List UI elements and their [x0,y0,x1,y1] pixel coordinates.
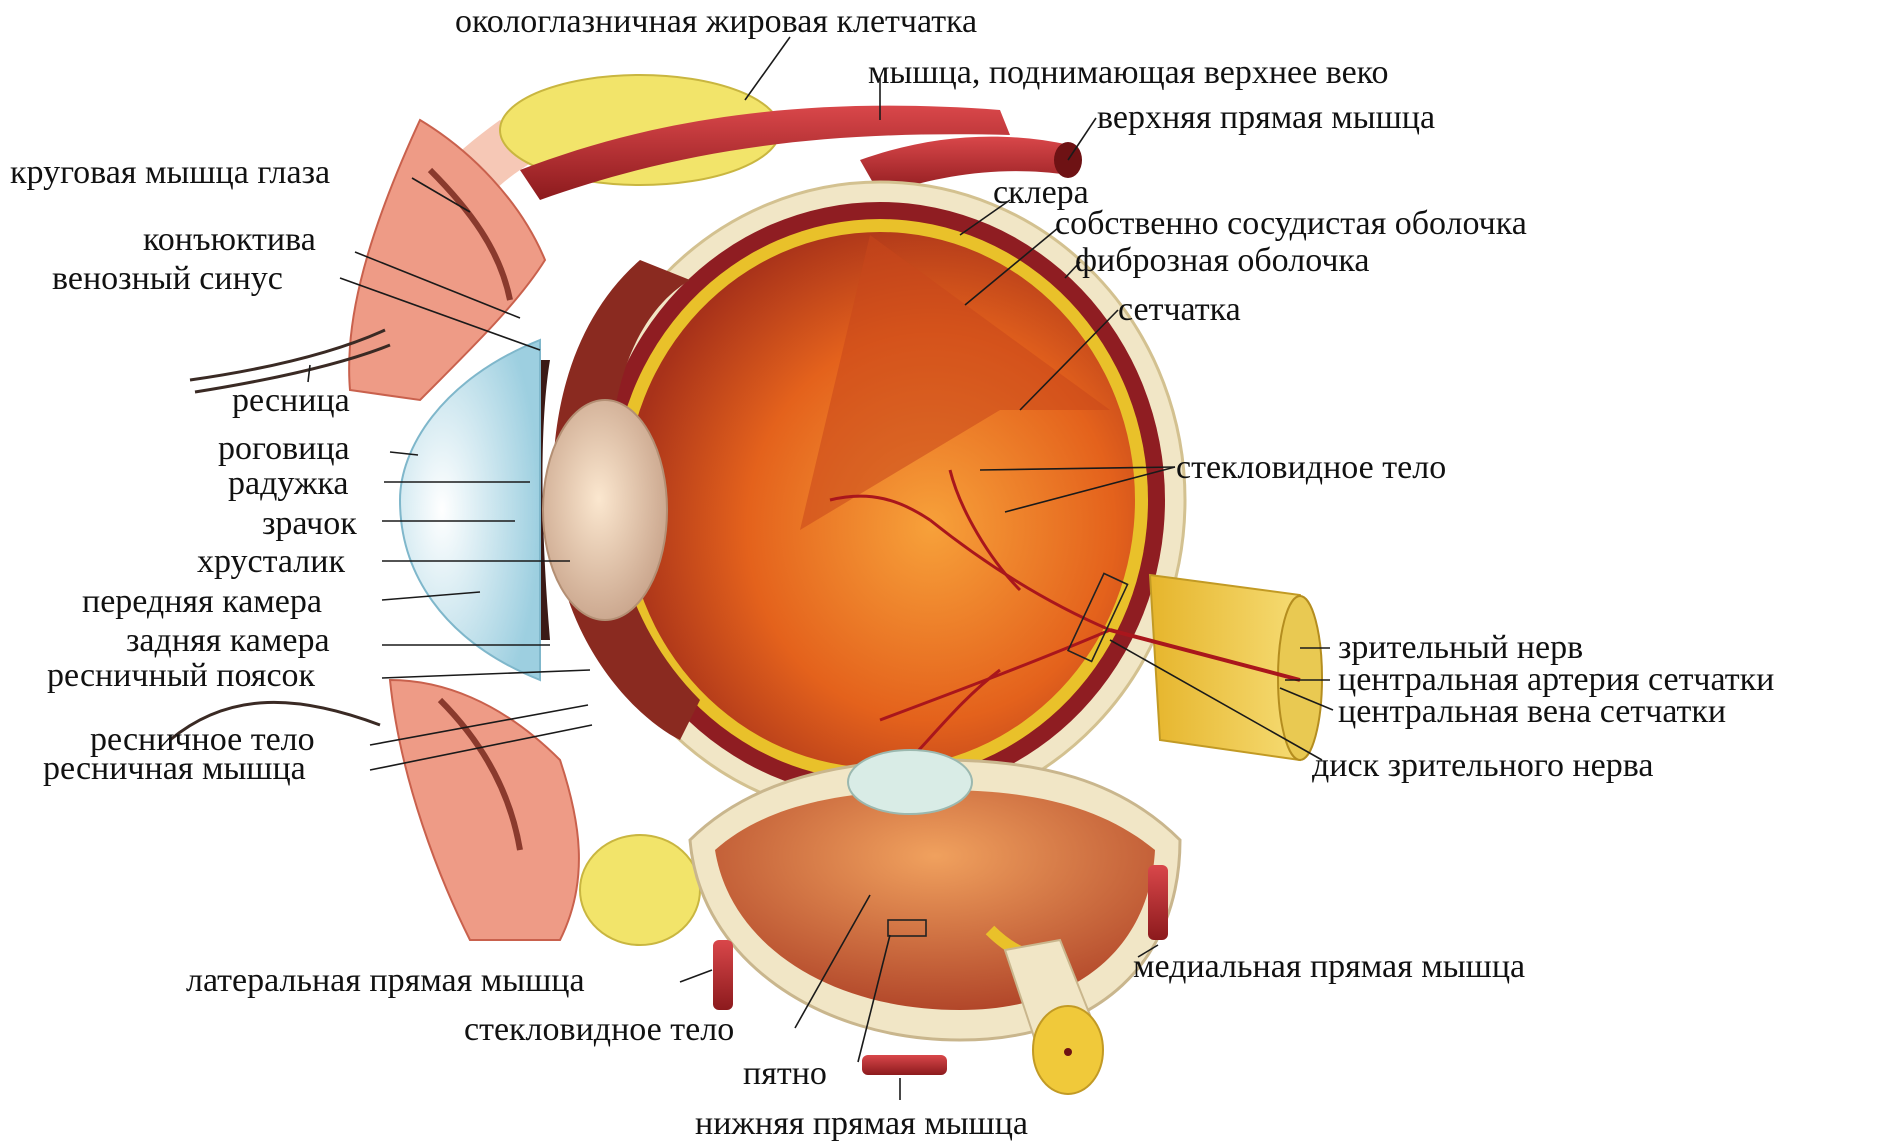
label-vitreous-body-inset: стекловидное тело [464,1011,734,1048]
label-conjunctiva: конъюктива [143,221,316,258]
inset-section [690,750,1180,1094]
lens [543,400,667,620]
inset-inferior-rectus [862,1055,947,1075]
label-retina: сетчатка [1118,291,1241,328]
label-levator-palpebrae: мышца, поднимающая верхнее веко [868,54,1388,91]
inset-lateral-rectus [713,940,733,1010]
label-ciliary-muscle: ресничная мышца [43,750,306,787]
label-fibrous-tunic: фиброзная оболочка [1075,242,1370,279]
label-macula: пятно [743,1055,827,1092]
label-inferior-rectus: нижняя прямая мышца [695,1105,1028,1142]
label-zonule: ресничный поясок [47,657,316,694]
label-eyelash: ресница [232,382,350,419]
label-iris: радужка [228,465,349,502]
label-choroid: собственно сосудистая оболочка [1055,205,1527,242]
label-orbital-fat: окологлазничная жировая клетчатка [455,3,977,40]
lower-eyelid [390,680,579,940]
orbital-fat-lower [580,835,700,945]
label-lateral-rectus: латеральная прямая мышца [186,962,585,999]
label-medial-rectus: медиальная прямая мышца [1133,948,1525,985]
label-pupil: зрачок [262,505,357,542]
label-venous-sinus: венозный синус [52,260,283,297]
inset-medial-rectus [1148,865,1168,940]
label-central-retinal-vein: центральная вена сетчатки [1338,693,1726,730]
label-optic-disc: диск зрительного нерва [1312,747,1653,784]
label-superior-rectus: верхняя прямая мышца [1097,99,1435,136]
label-orbicularis-oculi: круговая мышца глаза [10,154,330,191]
label-vitreous-body-main: стекловидное тело [1176,449,1446,486]
label-anterior-chamber: передняя камера [82,583,322,620]
label-lens: хрусталик [197,543,345,580]
inset-lens [848,750,972,814]
label-posterior-chamber: задняя камера [126,622,330,659]
inset-central-vessel [1064,1048,1072,1056]
label-cornea: роговица [218,430,350,467]
